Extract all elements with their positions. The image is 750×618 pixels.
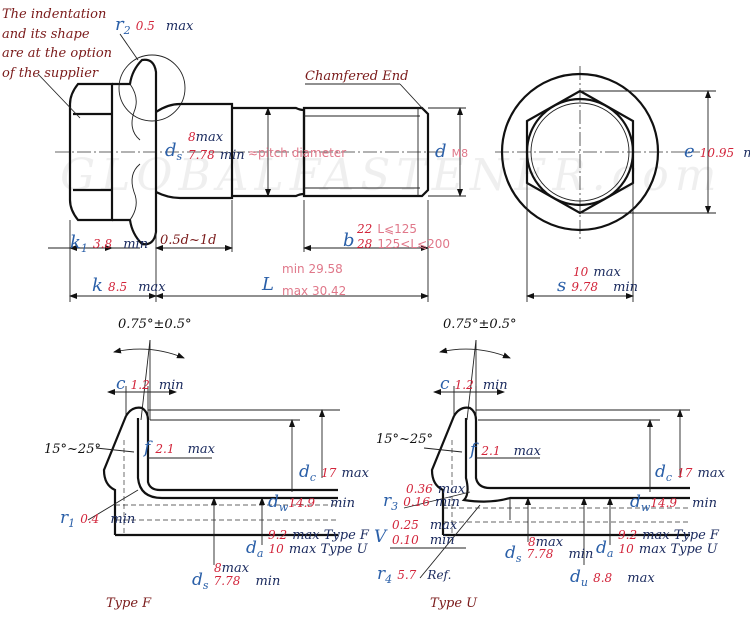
typeu-dim-du: du 8.8 max — [570, 567, 655, 589]
type-u-detail — [390, 339, 690, 579]
typeu-dim-r4: r4 5.7 Ref. — [377, 564, 452, 586]
dim-s-max: 10 max — [573, 265, 621, 280]
typef-dim-da-row1: 9.2 max Type F — [268, 528, 369, 543]
typef-angle: 0.75°±0.5° — [118, 317, 192, 332]
typeu-dim-v-min: 0.10 min — [392, 533, 455, 548]
typeu-dim-v-symbol: V — [374, 527, 387, 547]
dim-s-min: s 9.78 min — [557, 275, 639, 296]
dim-d: d M8 — [435, 141, 469, 162]
typeu-dim-r3-min: r3 0.16 min — [383, 491, 460, 513]
typeu-bevel: 15°~25° — [376, 432, 433, 447]
note-indentation-3: are at the option — [2, 46, 113, 61]
dim-span-05d-1d: 0.5d~1d — [160, 233, 217, 248]
typeu-dim-v-max: 0.25 max — [392, 518, 458, 533]
bolt-side-view — [37, 33, 466, 302]
typef-dim-dc: dc 17 max — [299, 462, 369, 484]
dim-ds-symbol: ds — [165, 140, 183, 163]
typef-dim-f: f 2.1 max — [144, 438, 215, 458]
dim-ds-note: ≈pitch diameter — [248, 146, 347, 160]
typeu-dim-f: f 2.1 max — [470, 440, 541, 460]
bolt-end-view — [495, 66, 716, 302]
typeu-dim-da-row2: da 10 max Type U — [596, 538, 718, 560]
note-indentation-2: and its shape — [2, 27, 90, 42]
type-f-detail — [87, 339, 340, 565]
dim-b-symbol: b — [343, 230, 355, 251]
typef-bevel: 15°~25° — [44, 442, 101, 457]
note-indentation-1: The indentation — [2, 7, 107, 22]
typeu-angle: 0.75°±0.5° — [443, 317, 517, 332]
dim-ds-min: 7.78 min — [188, 148, 245, 163]
dim-b-row1: 22 L⩽125 — [357, 222, 418, 236]
note-indentation-4: of the supplier — [2, 66, 99, 81]
dim-e: e 10.95 min — [684, 141, 750, 162]
typef-dim-c: c 1.2 min — [116, 374, 184, 394]
dim-b-row2: 28 125<L⩽200 — [357, 237, 450, 251]
dim-k1: k1 3.8 min — [70, 232, 149, 255]
typeu-dim-r3-max: 0.36 max — [406, 482, 466, 497]
typef-dim-ds-min: ds 7.78 min — [192, 570, 281, 592]
typeu-dim-dc: dc 17 max — [655, 462, 725, 484]
dim-L-min: min 29.58 — [282, 262, 343, 276]
typeu-caption: Type U — [430, 596, 478, 611]
note-chamfered-end: Chamfered End — [305, 69, 409, 84]
typef-dim-da-row2: da 10 max Type U — [246, 538, 368, 560]
dim-r2: r2 0.5 max — [115, 14, 194, 37]
typef-caption: Type F — [106, 596, 152, 611]
typeu-dim-ds-min: ds 7.78 min — [505, 543, 594, 565]
typef-dim-dw: dw14.9 min — [268, 492, 355, 514]
dim-ds-max: 8max — [188, 130, 224, 145]
typeu-dim-ds-max: 8max — [528, 535, 564, 550]
typef-dim-r1: r1 0.4 min — [60, 508, 136, 530]
typeu-dim-c: c 1.2 min — [440, 374, 508, 394]
typeu-dim-da-row1: 9.2 max Type F — [618, 528, 719, 543]
typeu-dim-dw: dw14.9 min — [630, 492, 717, 514]
dim-L-max: max 30.42 — [282, 284, 347, 298]
typef-dim-ds-max: 8max — [214, 561, 250, 576]
dim-L-symbol: L — [262, 274, 274, 295]
dim-k: k 8.5 max — [92, 275, 166, 296]
